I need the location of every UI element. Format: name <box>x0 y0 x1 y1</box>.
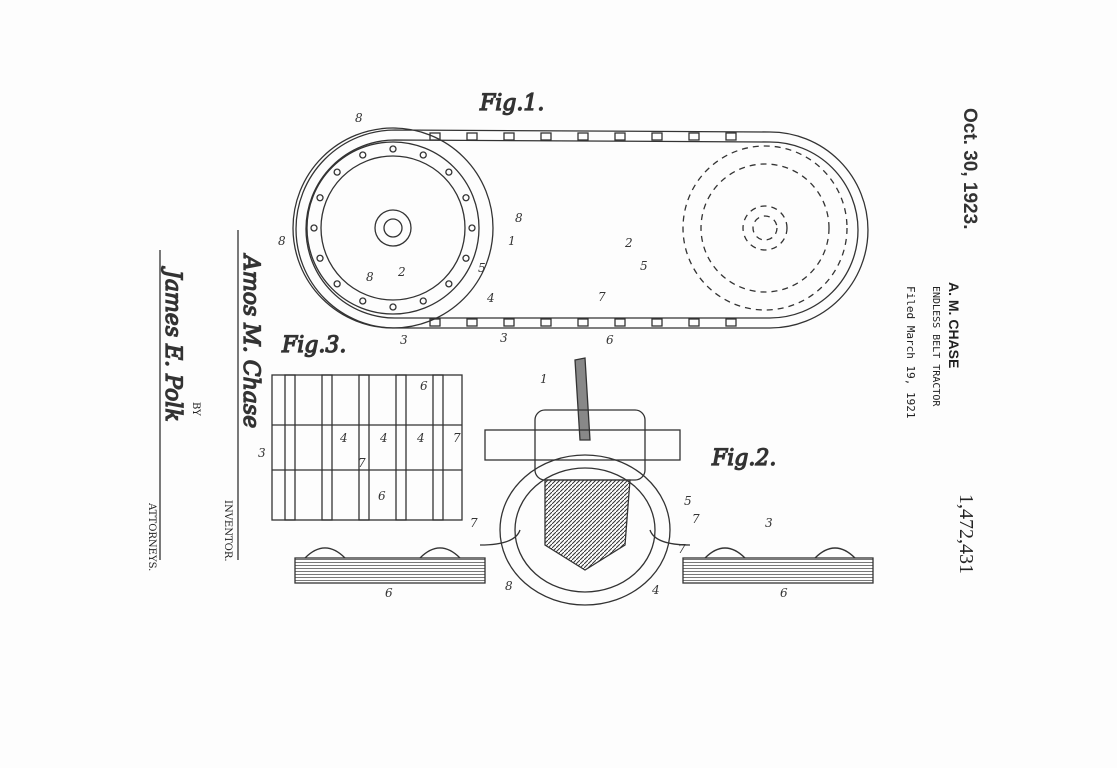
inventor-name: A. M. CHASE <box>946 282 962 369</box>
cleat <box>614 318 626 327</box>
reference-numeral: 7 <box>692 512 700 526</box>
reference-numeral: 8 <box>366 270 374 284</box>
reference-numeral: 7 <box>598 290 606 304</box>
reference-numeral: 4 <box>379 431 388 445</box>
filed-date: Filed March 19, 1921 <box>904 286 917 419</box>
reference-numeral: 7 <box>453 431 461 445</box>
reference-numeral: 3 <box>400 333 408 347</box>
cleat <box>725 318 737 327</box>
cleat <box>466 318 478 327</box>
cleat <box>503 132 515 141</box>
fig1-idler-wheel <box>682 145 848 311</box>
fig2-left-pad <box>294 557 486 584</box>
reference-numeral: 8 <box>505 579 513 593</box>
bolt <box>462 194 470 202</box>
bolt <box>359 297 367 305</box>
cleat <box>540 318 552 327</box>
reference-numeral: 8 <box>515 211 523 225</box>
reference-numeral: 5 <box>640 259 648 273</box>
attorneys-label: ATTORNEYS. <box>146 503 157 572</box>
fig2-title: Fig.2. <box>711 446 776 471</box>
reference-numeral: 3 <box>765 516 773 530</box>
reference-numeral: 8 <box>355 111 363 125</box>
cleat <box>503 318 515 327</box>
reference-numeral: 4 <box>416 431 425 445</box>
bolt <box>445 168 453 176</box>
reference-numeral: 3 <box>500 331 508 345</box>
reference-numeral: 6 <box>385 586 393 600</box>
cleat-bar <box>321 374 333 521</box>
cleat-bar <box>284 374 296 521</box>
reference-numeral: 1 <box>540 372 548 386</box>
reference-numeral: 6 <box>420 379 428 393</box>
reference-numeral: 8 <box>278 234 286 248</box>
bolt <box>310 224 318 232</box>
bolt <box>462 254 470 262</box>
reference-numeral: 4 <box>651 583 660 597</box>
bolt <box>316 254 324 262</box>
reference-numeral: 7 <box>678 542 686 556</box>
attorney-signature: James E. Polk <box>160 266 185 422</box>
fig1-belt <box>295 129 869 329</box>
cleat <box>688 318 700 327</box>
cleat <box>577 318 589 327</box>
bolt <box>468 224 476 232</box>
inventor-label: INVENTOR. <box>222 500 233 562</box>
cleat <box>540 132 552 141</box>
bolt <box>359 151 367 159</box>
fig3-title: Fig.3. <box>281 333 346 358</box>
bolt <box>445 280 453 288</box>
cleat <box>725 132 737 141</box>
reference-numeral: 2 <box>624 236 633 250</box>
cleat <box>577 132 589 141</box>
inventor-signature: Amos M. Chase <box>238 253 263 428</box>
reference-numeral: 6 <box>606 333 614 347</box>
cleat-bar <box>395 374 407 521</box>
bolt <box>333 168 341 176</box>
by-label: BY <box>190 402 201 416</box>
cleat-bar <box>432 374 444 521</box>
reference-numeral: 7 <box>358 456 366 470</box>
cleat <box>651 132 663 141</box>
fig2-right-pad <box>682 557 874 584</box>
reference-numeral: 7 <box>470 516 478 530</box>
patent-date: Oct. 30, 1923. <box>959 108 980 230</box>
bolt <box>419 151 427 159</box>
bolt <box>316 194 324 202</box>
reference-numeral: 5 <box>478 261 486 275</box>
bolt <box>389 303 397 311</box>
fig1-title: Fig.1. <box>479 91 544 116</box>
reference-numeral: 3 <box>258 446 266 460</box>
reference-numeral: 6 <box>780 586 788 600</box>
cleat <box>614 132 626 141</box>
bolt <box>389 145 397 153</box>
reference-numeral: 4 <box>486 291 495 305</box>
cleat <box>429 132 441 141</box>
fig2-cross-section <box>294 357 874 606</box>
patent-number: 1,472,431 <box>955 494 977 574</box>
fig3-belt-plan <box>271 374 463 521</box>
reference-numeral: 4 <box>339 431 348 445</box>
fig1-drive-wheel <box>292 127 494 329</box>
cleat-bar <box>358 374 370 521</box>
bolt <box>333 280 341 288</box>
reference-numeral: 5 <box>684 494 692 508</box>
cleat <box>688 132 700 141</box>
belt-cleats <box>429 132 737 327</box>
patent-title: ENDLESS BELT TRACTOR <box>930 286 941 407</box>
cleat <box>466 132 478 141</box>
cleat <box>651 318 663 327</box>
reference-numeral: 1 <box>508 234 516 248</box>
bolt <box>419 297 427 305</box>
reference-numeral: 2 <box>397 265 406 279</box>
reference-numeral: 6 <box>378 489 386 503</box>
